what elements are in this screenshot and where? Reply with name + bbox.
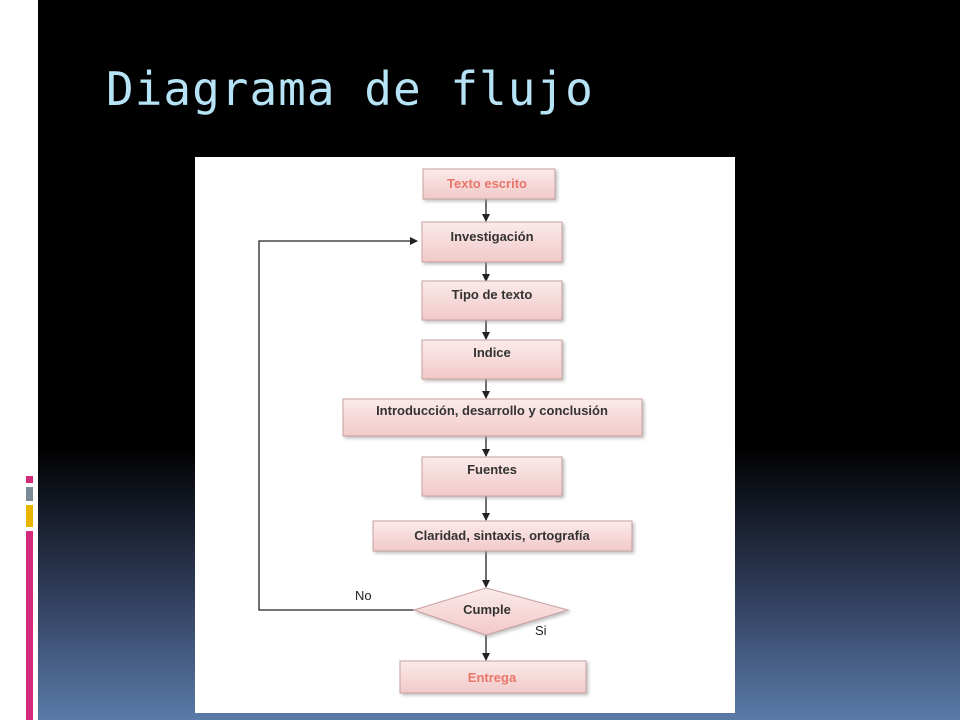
edge-label-si: Si [535,623,547,638]
node-claridad: Claridad, sintaxis, ortografía [372,520,633,552]
slide-title: Diagrama de flujo [106,62,594,116]
node-indice: Indice [421,339,563,380]
edge-label-no: No [355,588,372,603]
node-investigacion: Investigación [421,221,563,263]
node-label: Claridad, sintaxis, ortografía [414,528,590,543]
node-label: Cumple [463,602,511,617]
flowchart-diagram: Texto escrito Investigación Tipo de text… [195,157,735,713]
left-edge-strip [0,0,38,720]
node-label: Texto escrito [447,176,527,191]
deco-segment-yellow [26,505,33,527]
node-label: Entrega [468,670,517,685]
node-texto-escrito: Texto escrito [422,168,556,200]
node-decision-cumple: Cumple [412,587,570,636]
deco-segment-magenta-top [26,476,33,483]
node-label: Indice [473,345,511,360]
deco-segment-gray [26,487,33,501]
deco-segment-magenta-bottom [26,531,33,720]
edge-decision-investigacion-no [258,237,418,611]
node-label: Fuentes [467,462,517,477]
node-tipo-de-texto: Tipo de texto [421,280,563,321]
flowchart-svg: Texto escrito Investigación Tipo de text… [258,168,643,694]
node-fuentes: Fuentes [421,456,563,497]
node-label: Tipo de texto [452,287,533,302]
node-introduccion: Introducción, desarrollo y conclusión [342,398,643,437]
node-label: Investigación [450,229,533,244]
node-label: Introducción, desarrollo y conclusión [376,403,608,418]
node-entrega: Entrega [399,660,587,694]
